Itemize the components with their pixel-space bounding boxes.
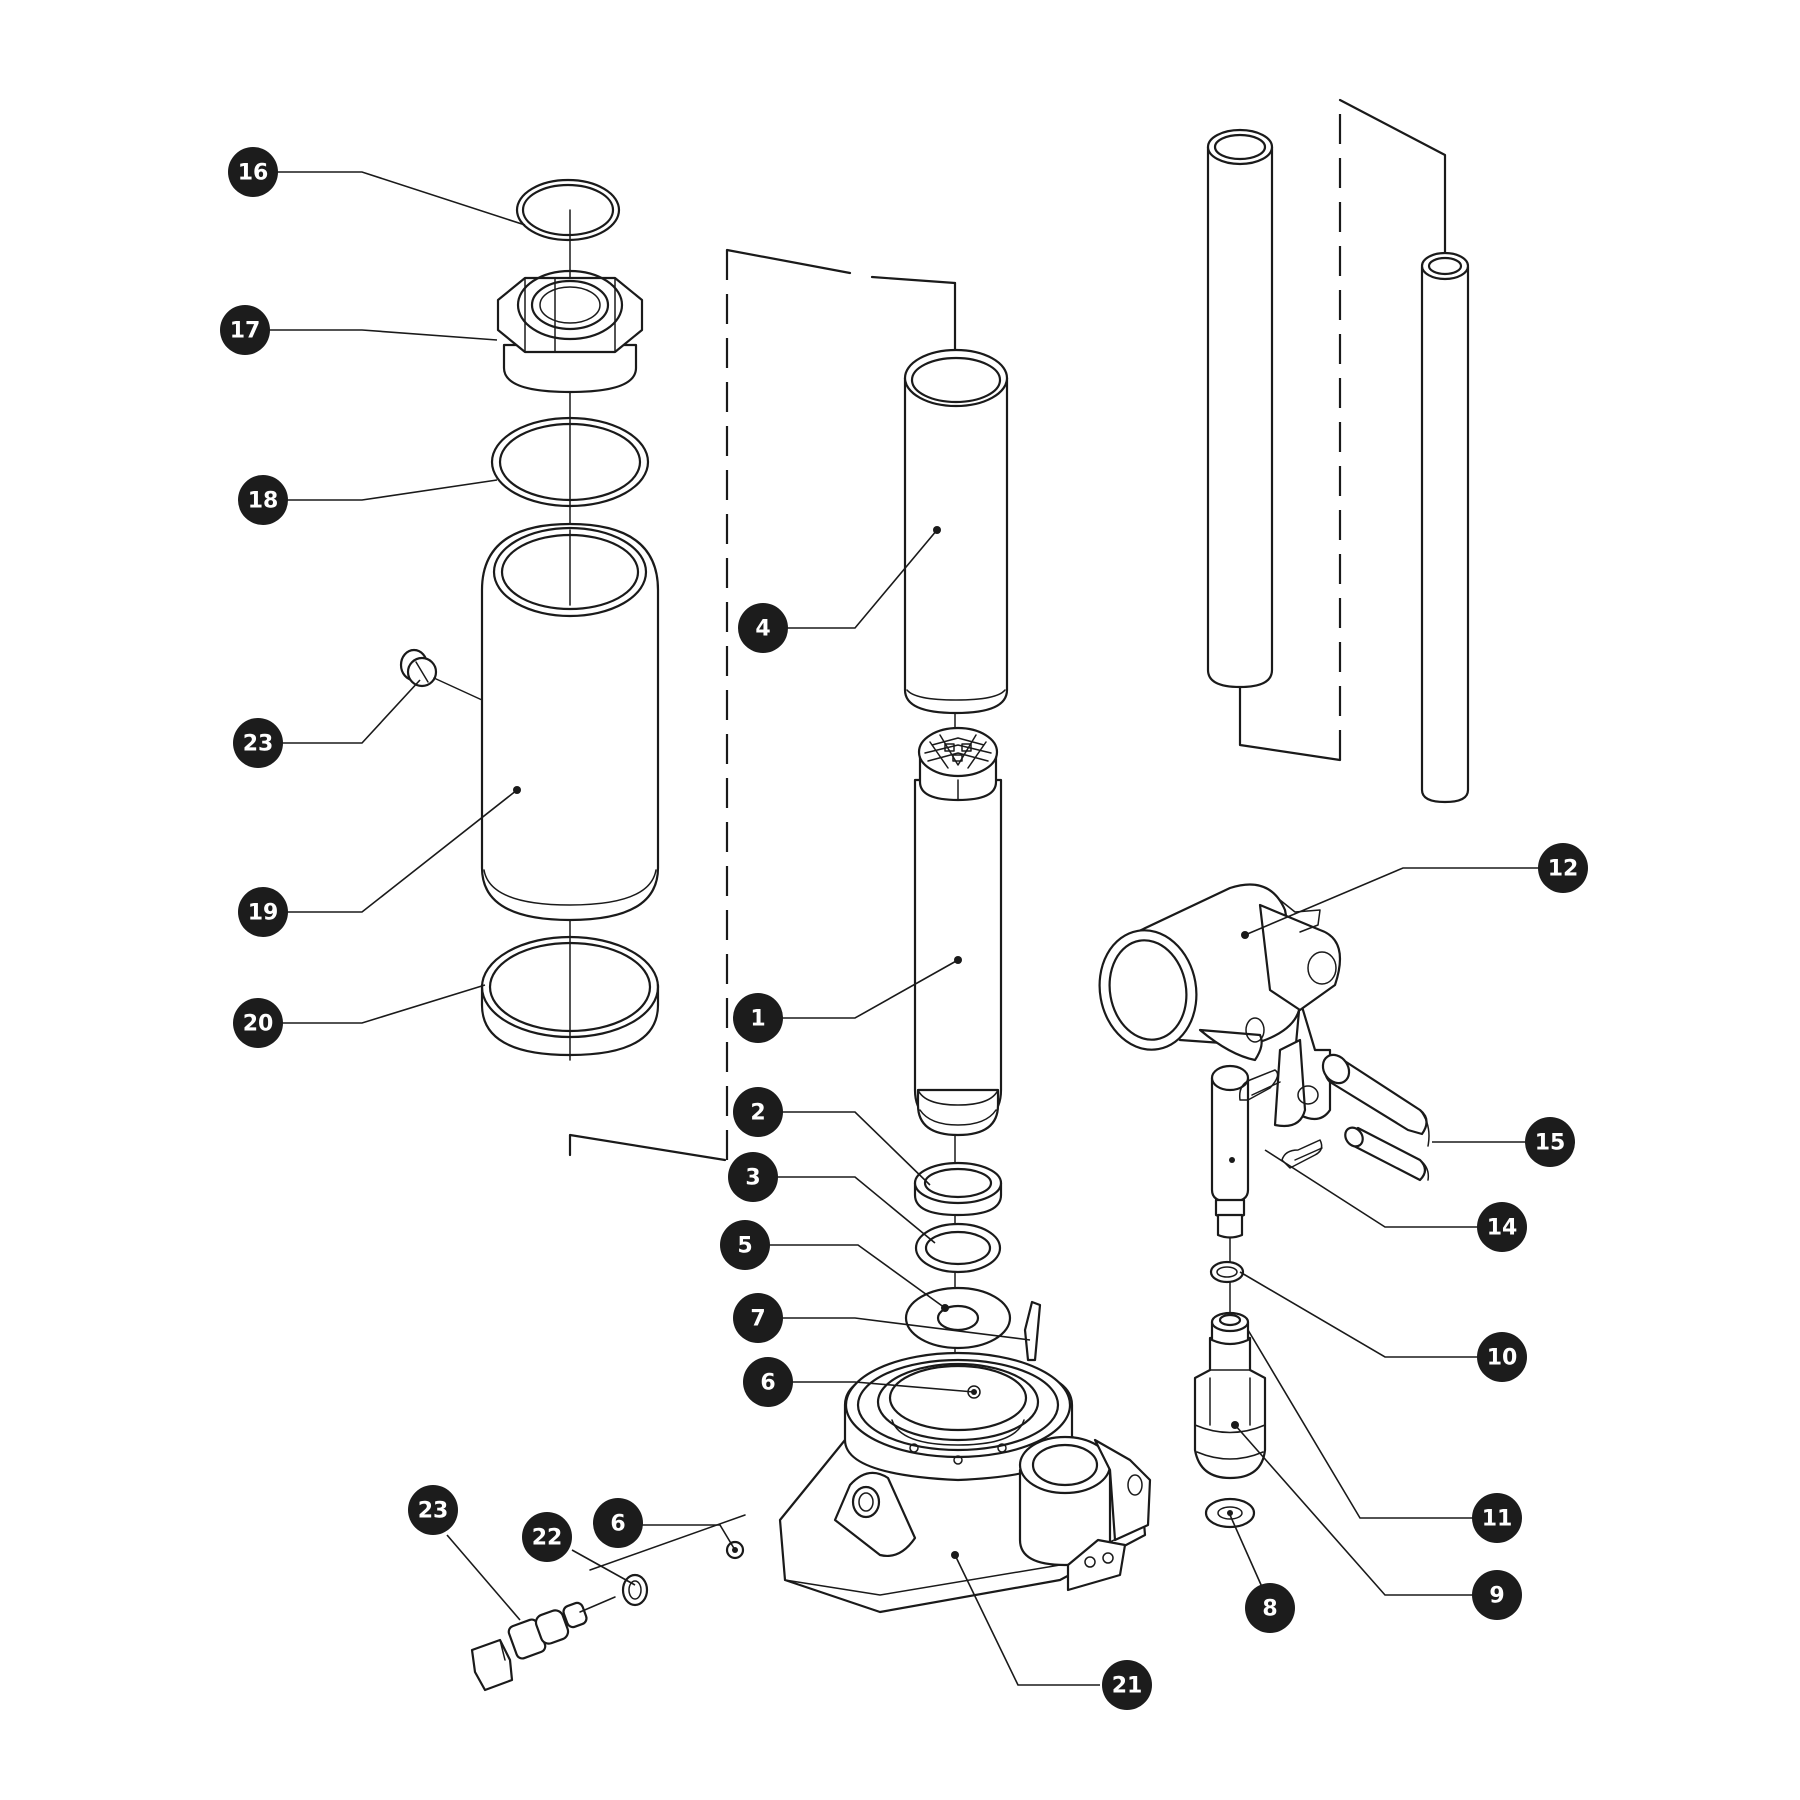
callout-6-upper-number: 6 [760,1371,775,1396]
callout-6-lower: 6 [593,1498,643,1548]
part-3-washer [914,1222,1002,1274]
part-11-fitting [1210,1311,1250,1346]
callout-9-number: 9 [1489,1584,1504,1609]
callout-19-number: 19 [248,901,279,926]
callout-12: 12 [1538,843,1588,893]
callout-18-number: 18 [248,489,279,514]
part-7-pin [1023,1300,1042,1362]
ram-saddle-grip [924,734,992,769]
callout-12-number: 12 [1548,857,1579,882]
callout-22-number: 22 [532,1526,563,1551]
callout-20: 20 [233,998,283,1048]
callout-16-number: 16 [238,161,269,186]
handle-tube-right [1420,251,1470,804]
callout-6-upper: 6 [743,1357,793,1407]
part-23-release-valve [470,1596,616,1692]
callout-9: 9 [1472,1570,1522,1620]
callout-22: 22 [522,1512,572,1562]
leader-lines [245,171,1540,1686]
part-18-ring [490,416,650,508]
callout-10-number: 10 [1487,1346,1518,1371]
callout-21: 21 [1102,1660,1152,1710]
callout-23-lower-number: 23 [418,1499,449,1524]
callout-4: 4 [738,603,788,653]
callout-23-upper: 23 [233,718,283,768]
part-23-filler-plug [399,648,483,701]
part-21-base [778,1351,1152,1614]
callout-11: 11 [1472,1493,1522,1543]
callout-1-number: 1 [750,1007,765,1032]
part-9-pump-cylinder [1193,1336,1267,1480]
part-4-extension-tube [903,348,1009,715]
callout-3: 3 [728,1152,778,1202]
part-19-reservoir [480,522,660,922]
part-17-top-nut [496,269,644,394]
callout-8: 8 [1245,1583,1295,1633]
callout-19: 19 [238,887,288,937]
callout-14-number: 14 [1487,1216,1518,1241]
callout-14: 14 [1477,1202,1527,1252]
part-14-cotter-pins [1238,1069,1323,1169]
part-2-seal [913,1161,1003,1217]
callout-16: 16 [228,147,278,197]
part-20-ring [480,935,660,1057]
callout-2-number: 2 [750,1101,765,1126]
callout-7: 7 [733,1293,783,1343]
callout-15-number: 15 [1535,1131,1566,1156]
callout-4-number: 4 [755,617,770,642]
callout-23-lower: 23 [408,1485,458,1535]
callout-1: 1 [733,993,783,1043]
pump-plunger [1210,1064,1250,1239]
callout-8-number: 8 [1262,1597,1277,1622]
handle-tube-left [1206,128,1274,689]
part-12-handle-socket [1098,883,1342,1128]
callout-7-number: 7 [750,1307,765,1332]
part-1-ram [913,726,1003,1137]
callout-5: 5 [720,1220,770,1270]
callout-21-number: 21 [1112,1674,1143,1699]
callout-18: 18 [238,475,288,525]
part-15-pins [1321,1053,1430,1182]
part-10-o-ring [1209,1260,1245,1284]
callout-17-number: 17 [230,319,261,344]
callout-3-number: 3 [745,1166,760,1191]
callout-10: 10 [1477,1332,1527,1382]
callout-11-number: 11 [1482,1507,1513,1532]
callout-2: 2 [733,1087,783,1137]
callout-20-number: 20 [243,1012,274,1037]
part-5-plate [904,1286,1012,1350]
callout-23-upper-number: 23 [243,732,274,757]
part-16-o-ring [515,178,621,242]
callout-5-number: 5 [737,1234,752,1259]
callout-17: 17 [220,305,270,355]
callout-15: 15 [1525,1117,1575,1167]
assembly-lines [568,98,1447,1571]
callout-6-lower-number: 6 [610,1512,625,1537]
